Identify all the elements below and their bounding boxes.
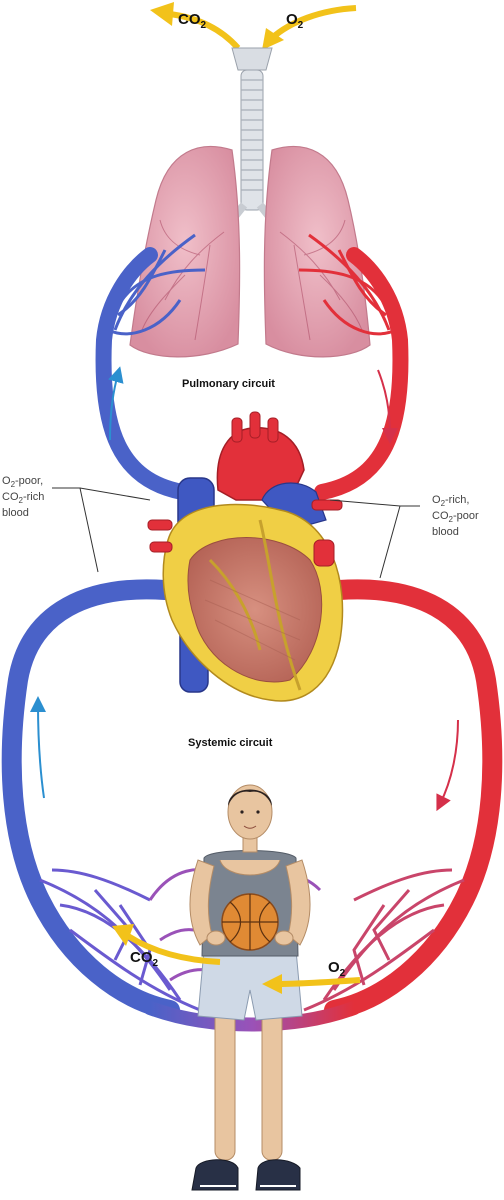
o2-rich-blood-label: O2-rich, CO2-poor blood (432, 494, 479, 539)
o2-poor-line3: blood (2, 507, 29, 520)
person-figure (189, 784, 311, 1191)
tissue-gas-arrows: CO2 O2 (112, 924, 361, 994)
top-gas-arrows: CO2 O2 (150, 2, 357, 51)
flow-arrow-pulmonary-down (377, 369, 398, 444)
pulmonary-circuit-label: Pulmonary circuit (182, 378, 275, 390)
top-co2-label: CO2 (178, 11, 207, 31)
o2-poor-line2: CO2-rich (2, 491, 45, 506)
tissue-o2-arrow (275, 977, 361, 987)
top-o2-label: O2 (286, 11, 304, 31)
o2-inhale-arrowhead (262, 28, 284, 50)
o2-poor-blood-label: O2-poor, CO2-rich blood (2, 475, 44, 520)
systemic-artery-vessel (324, 579, 503, 1020)
person-head (227, 784, 273, 840)
tissue-co2-label: CO2 (130, 949, 159, 969)
label-leader-lines (52, 487, 420, 579)
o2-rich-line2: CO2-poor (432, 510, 479, 525)
co2-exhale-arrow (169, 11, 241, 51)
pulmonary-branches-right (298, 233, 397, 336)
pulmonary-vein-vessel (314, 247, 409, 500)
o2-rich-line3: blood (432, 526, 459, 539)
systemic-vein-vessel (1, 579, 180, 1020)
flow-arrow-pulmonary-up (108, 366, 124, 441)
systemic-capillary-bottom (143, 1001, 361, 1032)
systemic-circuit-label: Systemic circuit (188, 737, 273, 749)
pulmonary-branches-left (107, 233, 206, 336)
flow-arrow-systemic-down (436, 719, 459, 812)
o2-rich-line1: O2-rich, (432, 494, 470, 509)
pulmonary-artery-vessel (95, 247, 190, 500)
right-lung (263, 146, 371, 358)
flow-arrow-systemic-up (30, 696, 47, 799)
left-lung (129, 146, 241, 358)
co2-exhale-arrowhead (150, 2, 174, 26)
tissue-o2-label: O2 (328, 959, 346, 979)
o2-poor-line1: O2-poor, (2, 475, 44, 490)
tissue-co2-arrow (126, 933, 221, 965)
heart (147, 411, 344, 702)
o2-inhale-arrow (270, 5, 357, 41)
